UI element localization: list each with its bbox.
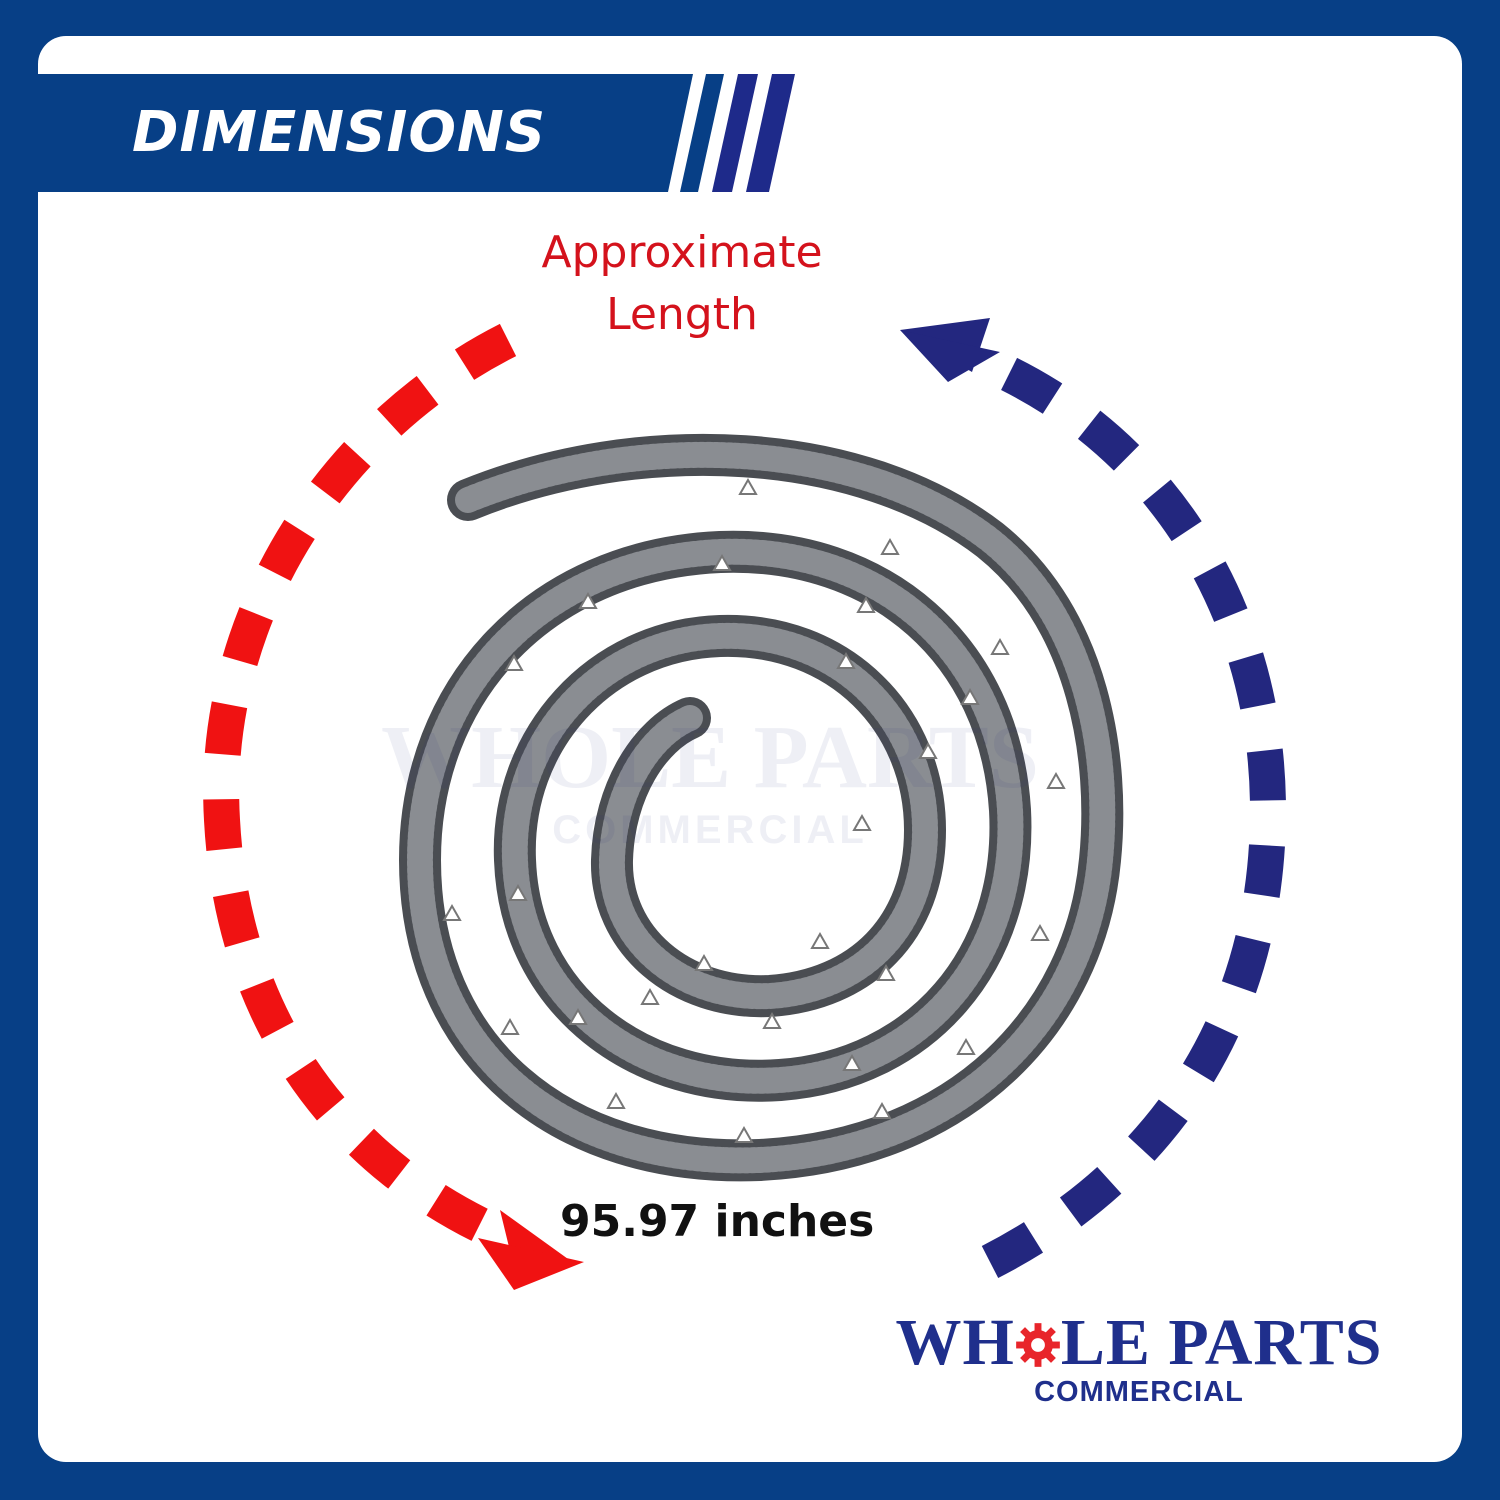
logo-brand-part2: LE PARTS xyxy=(1060,1306,1383,1379)
watermark: WHOLE PARTS COMMERCIAL xyxy=(300,708,1120,853)
gasket-clips xyxy=(442,477,1066,1143)
gear-icon xyxy=(1015,1323,1060,1367)
caption-line: Length xyxy=(606,289,758,340)
content-card: DIMENSIONS xyxy=(38,36,1462,1462)
red-dashed-arrow-icon xyxy=(203,323,517,1242)
banner-title: DIMENSIONS xyxy=(132,100,547,165)
brand-logo: WH LE PARTS COMMERCIAL xyxy=(884,1308,1394,1409)
caption-line: Approximate xyxy=(541,227,823,278)
length-value: 95.97 inches xyxy=(560,1196,875,1247)
logo-sub: COMMERCIAL xyxy=(1034,1376,1244,1408)
watermark-sub: COMMERCIAL xyxy=(552,808,868,852)
header-banner xyxy=(38,74,795,192)
watermark-brand: WHOLE PARTS xyxy=(381,708,1039,807)
logo-brand-part1: WH xyxy=(895,1306,1015,1379)
coiled-gasket-image xyxy=(398,433,1124,1182)
logo-brand: WH LE PARTS xyxy=(884,1308,1394,1378)
